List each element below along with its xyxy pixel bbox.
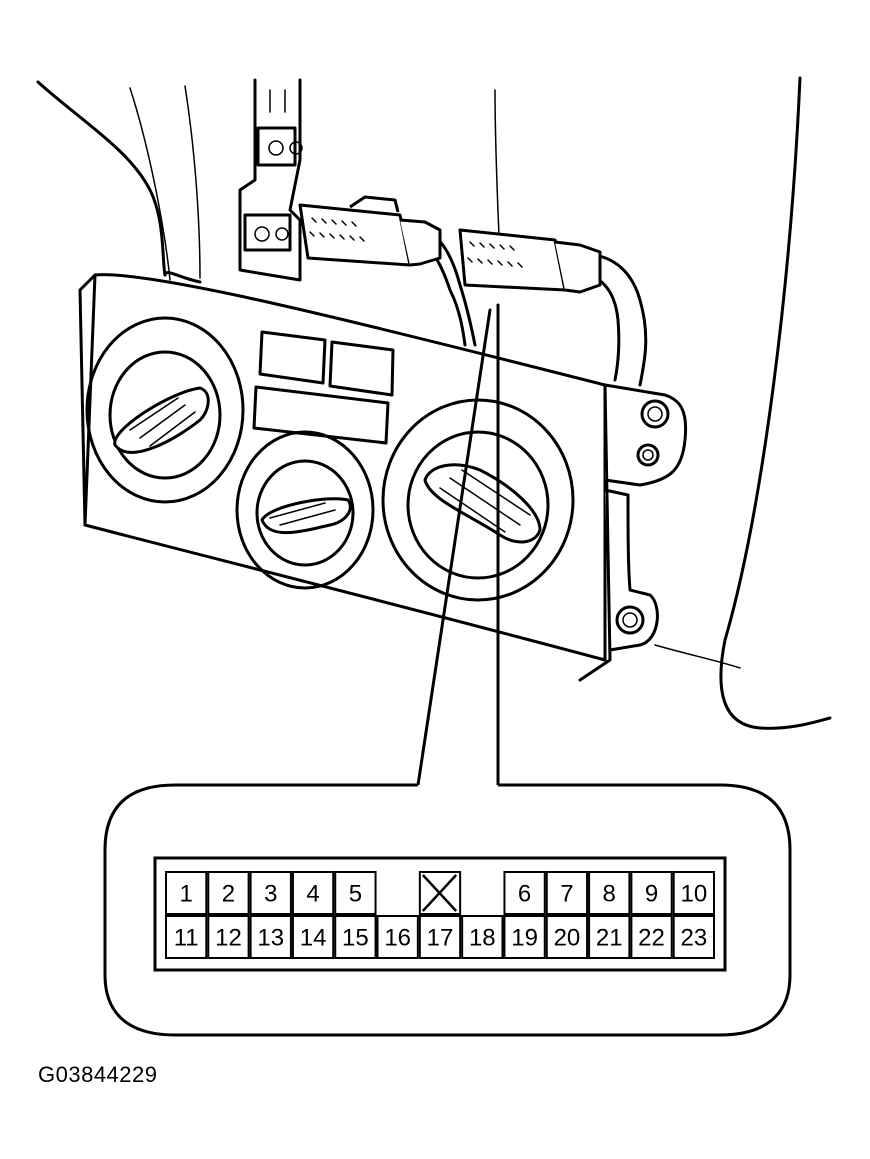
mounting-bracket — [238, 78, 303, 282]
pin-number: 5 — [349, 881, 362, 908]
pin-number: 18 — [469, 925, 496, 952]
connector-cavity — [291, 915, 335, 959]
connector-cavity — [249, 915, 292, 959]
pin-number: 1 — [179, 881, 192, 908]
connector-cavity — [291, 871, 335, 915]
connector-cavity — [418, 915, 462, 959]
connector-cavity — [630, 915, 673, 959]
connector-cavity — [545, 915, 589, 959]
pin-number: 16 — [384, 925, 411, 952]
blocked-cavity-mark — [421, 874, 458, 912]
pin-number: 19 — [511, 925, 538, 952]
heater-control-panel — [78, 271, 688, 682]
pin-number: 4 — [306, 881, 319, 908]
connector-cavity — [672, 915, 716, 959]
connector-cavity — [334, 871, 377, 915]
pin-number: 10 — [680, 881, 707, 908]
pin-number: 22 — [638, 925, 665, 952]
connector-cavity — [165, 915, 208, 959]
left-connector-plug — [298, 195, 442, 267]
pin-number: 2 — [222, 881, 235, 908]
callout-leader — [416, 303, 500, 787]
connector-cavity — [503, 871, 546, 915]
connector-cavity — [249, 871, 292, 915]
connector-cavity — [376, 915, 419, 959]
pin-number: 14 — [300, 925, 327, 952]
pin-number: 9 — [645, 881, 658, 908]
pin-number: 6 — [518, 881, 531, 908]
connector-cavity — [672, 871, 716, 915]
pin-number: 11 — [174, 925, 199, 952]
pin-number: 8 — [603, 881, 616, 908]
connector-cavity — [503, 915, 546, 959]
pin-number: 12 — [215, 925, 242, 952]
connector-cavity — [462, 872, 503, 914]
pin-number: 13 — [257, 925, 284, 952]
connector-cavity — [461, 915, 504, 959]
pin-number: 23 — [680, 925, 707, 952]
pin-number: 17 — [427, 925, 454, 952]
connector-cavity — [588, 915, 631, 959]
connector-cavity — [588, 871, 631, 915]
connector-cavity — [207, 871, 250, 915]
connector-cavity — [377, 872, 418, 914]
connector-cavity — [207, 915, 250, 959]
pin-number: 3 — [264, 881, 277, 908]
dash-background — [36, 76, 832, 730]
figure-id: G03844229 — [38, 1062, 158, 1087]
pin-number: 7 — [560, 881, 573, 908]
right-connector-plug — [458, 228, 602, 294]
pin-number: 21 — [596, 925, 623, 952]
pin-number: 20 — [554, 925, 581, 952]
connector-cavity — [545, 871, 589, 915]
connector-cavity — [630, 871, 673, 915]
pin-number: 15 — [342, 925, 369, 952]
connector-cavity — [165, 871, 208, 915]
connector-cavity — [334, 915, 377, 959]
